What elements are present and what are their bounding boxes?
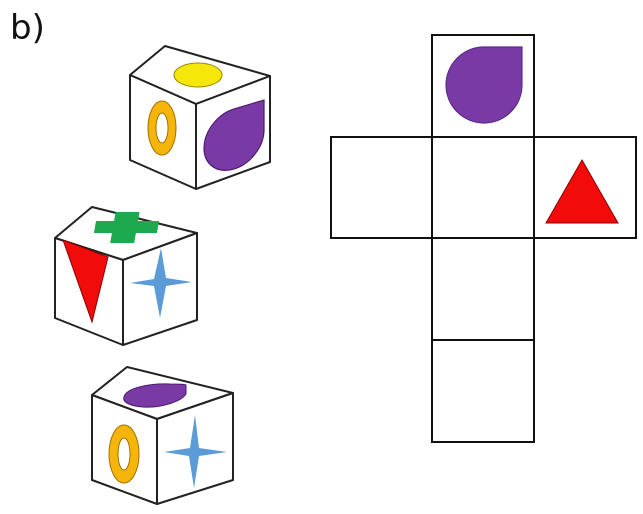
cube-3: [92, 367, 233, 504]
yellow-ring-icon: [109, 425, 139, 483]
cube-net: [331, 35, 636, 442]
net-cell-bottom: [432, 340, 534, 442]
purple-drop-icon: [446, 47, 522, 123]
cube-2: [55, 207, 197, 345]
cube-1: [130, 46, 270, 189]
net-cell-lower: [432, 238, 534, 340]
net-cell-left: [331, 137, 432, 238]
net-cell-center: [432, 137, 534, 238]
yellow-ellipse-icon: [174, 63, 222, 87]
yellow-ring-icon: [148, 101, 176, 155]
